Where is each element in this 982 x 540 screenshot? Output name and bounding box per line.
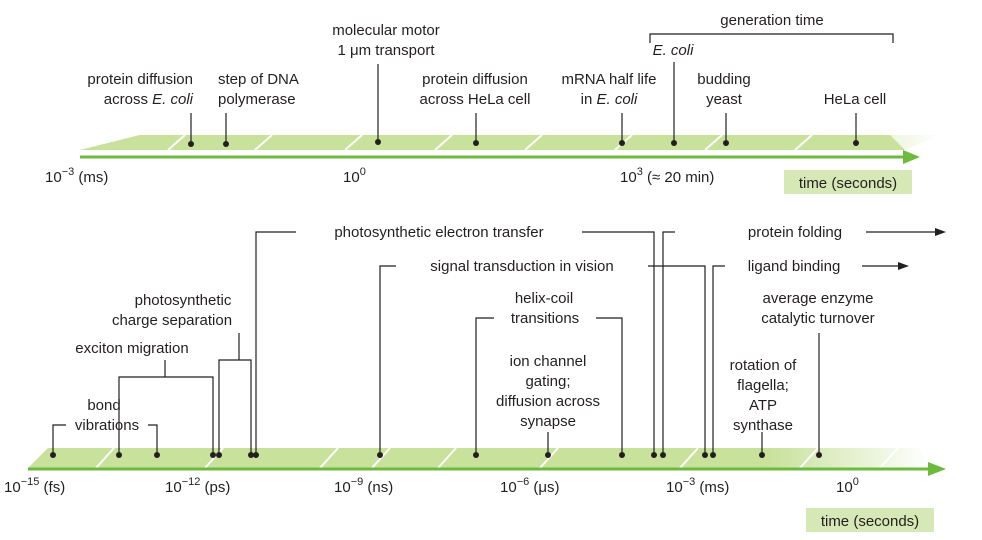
protein-folding-arrowhead: [935, 228, 946, 236]
label-charge-sep-1: photosynthetic: [135, 292, 232, 309]
svg-text:yeast: yeast: [706, 91, 743, 108]
svg-text:1 μm transport: 1 μm transport: [337, 42, 435, 59]
top-band-fade: [80, 135, 940, 150]
label-enzyme-1: average enzyme: [763, 290, 874, 307]
bottom-band: [28, 448, 930, 468]
top-axis-title: time (seconds): [799, 175, 897, 192]
svg-text:step of DNA: step of DNA: [218, 71, 299, 88]
bottom-tick-fs: 10−15 (fs): [4, 476, 65, 496]
bottom-tick-ps: 10−12 (ps): [165, 476, 230, 496]
label-exciton: exciton migration: [75, 340, 188, 357]
svg-text:protein diffusion: protein diffusion: [87, 71, 193, 88]
ligand-binding-arrowhead: [898, 262, 909, 270]
svg-text:in E. coli: in E. coli: [581, 91, 638, 108]
label-ion-4: synapse: [520, 413, 576, 430]
label-ligand-binding: ligand binding: [748, 258, 841, 275]
event-protein-diffusion-ecoli: protein diffusion across E. coli: [87, 71, 194, 147]
event-dna-polymerase: step of DNA polymerase: [218, 71, 299, 147]
bottom-tick-us: 10−6 (μs): [500, 476, 560, 496]
event-molecular-motor: molecular motor 1 μm transport: [332, 22, 440, 145]
bottom-band-dividers: [95, 447, 899, 469]
label-flag-3: ATP: [749, 397, 777, 414]
svg-text:budding: budding: [697, 71, 750, 88]
top-tick-s: 100: [343, 166, 366, 186]
svg-text:across E. coli: across E. coli: [104, 91, 194, 108]
bottom-axis-arrowhead: [928, 462, 946, 476]
generation-time-label: generation time: [720, 12, 823, 29]
top-tick-ms: 10−3 (ms): [45, 166, 108, 186]
top-band-dividers: [167, 134, 813, 151]
top-timeline: 10−3 (ms) 100 103 (≈ 20 min) time (secon…: [45, 12, 940, 194]
label-ion-2: gating;: [525, 373, 570, 390]
svg-text:E. coli: E. coli: [653, 42, 695, 59]
svg-text:molecular motor: molecular motor: [332, 22, 440, 39]
event-hela-cell: HeLa cell: [824, 91, 887, 146]
label-electron-transfer: photosynthetic electron transfer: [334, 224, 543, 241]
label-helix-2: transitions: [511, 310, 579, 327]
label-bond-2: vibrations: [75, 417, 139, 434]
svg-text:protein diffusion: protein diffusion: [422, 71, 528, 88]
generation-time-bracket: [649, 33, 894, 43]
label-ion-1: ion channel: [510, 353, 587, 370]
svg-text:polymerase: polymerase: [218, 91, 296, 108]
label-flag-4: synthase: [733, 417, 793, 434]
svg-text:mRNA half life: mRNA half life: [561, 71, 656, 88]
top-axis-title-bg: [784, 170, 912, 194]
label-charge-sep-2: charge separation: [112, 312, 232, 329]
label-protein-folding: protein folding: [748, 224, 842, 241]
event-budding-yeast: budding yeast: [697, 71, 751, 146]
top-tick-ks: 103 (≈ 20 min): [620, 166, 714, 186]
event-protein-diffusion-hela: protein diffusion across HeLa cell: [420, 71, 531, 146]
label-bond-1: bond: [87, 397, 120, 414]
svg-text:across HeLa cell: across HeLa cell: [420, 91, 531, 108]
label-enzyme-2: catalytic turnover: [761, 310, 874, 327]
event-ecoli-generation: E. coli: [653, 42, 695, 146]
svg-text:HeLa cell: HeLa cell: [824, 91, 887, 108]
label-flag-2: flagella;: [737, 377, 789, 394]
label-signal-vision: signal transduction in vision: [430, 258, 613, 275]
top-axis-arrowhead: [903, 150, 920, 164]
bottom-timeline: 10−15 (fs) 10−12 (ps) 10−9 (ns) 10−6 (μs…: [4, 224, 946, 532]
bottom-axis-title: time (seconds): [821, 513, 919, 530]
bottom-tick-s: 100: [836, 476, 859, 496]
bottom-tick-ns: 10−9 (ns): [334, 476, 393, 496]
label-helix-1: helix-coil: [515, 290, 573, 307]
event-mrna-half-life: mRNA half life in E. coli: [561, 71, 657, 146]
label-ion-3: diffusion across: [496, 393, 600, 410]
bottom-dots: [50, 452, 822, 458]
label-flag-1: rotation of: [730, 357, 798, 374]
bottom-tick-ms: 10−3 (ms): [666, 476, 729, 496]
bottom-axis-title-bg: [806, 508, 934, 532]
bottom-connectors: [52, 231, 935, 455]
